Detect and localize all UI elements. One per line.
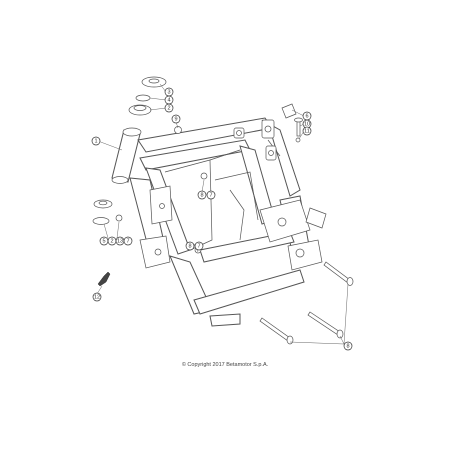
svg-text:2: 2	[167, 106, 170, 112]
callout-2-top: 2	[164, 103, 174, 113]
callout-8-low: 8	[185, 241, 195, 251]
svg-text:7: 7	[126, 239, 129, 245]
right-small-parts	[281, 103, 303, 143]
svg-text:7: 7	[197, 244, 200, 250]
copyright-notice: © Copyright 2017 Betamotor S.p.A.	[181, 362, 269, 368]
callout-7-low: 7	[194, 241, 204, 251]
callout-5: 5	[99, 236, 109, 246]
long-bolts	[259, 261, 354, 345]
leader-lines	[96, 83, 349, 345]
callout-11: 11	[302, 126, 312, 136]
svg-text:5: 5	[102, 239, 105, 245]
callout-7-left: 7	[123, 236, 133, 246]
svg-text:8: 8	[188, 244, 191, 250]
svg-text:6: 6	[305, 114, 308, 120]
svg-text:7: 7	[209, 193, 212, 199]
callout-13: 13	[115, 236, 125, 246]
callout-12: 12	[92, 292, 102, 302]
svg-text:1: 1	[94, 139, 97, 145]
svg-text:11: 11	[304, 129, 310, 135]
svg-text:8: 8	[200, 193, 203, 199]
main-frame	[129, 117, 327, 327]
svg-text:13: 13	[117, 239, 123, 245]
callout-2-low: 2	[107, 236, 117, 246]
svg-text:10: 10	[304, 122, 310, 128]
steering-head-tube	[111, 127, 142, 184]
callout-8-mid: 8	[197, 190, 207, 200]
callout-1: 1	[91, 136, 101, 146]
svg-text:9: 9	[174, 117, 177, 123]
callout-8-bolts: 8	[343, 341, 353, 351]
steering-head-parts	[128, 76, 167, 116]
svg-text:3: 3	[167, 90, 170, 96]
svg-text:2: 2	[110, 239, 113, 245]
clip-part	[97, 271, 111, 287]
callout-9: 9	[171, 114, 181, 124]
callout-4: 4	[164, 95, 174, 105]
callout-3: 3	[164, 87, 174, 97]
callout-6: 6	[302, 111, 312, 121]
svg-text:4: 4	[167, 98, 170, 104]
svg-text:12: 12	[94, 295, 100, 301]
callout-7-mid: 7	[206, 190, 216, 200]
svg-text:8: 8	[346, 344, 349, 350]
lower-bearing-parts	[92, 199, 113, 225]
